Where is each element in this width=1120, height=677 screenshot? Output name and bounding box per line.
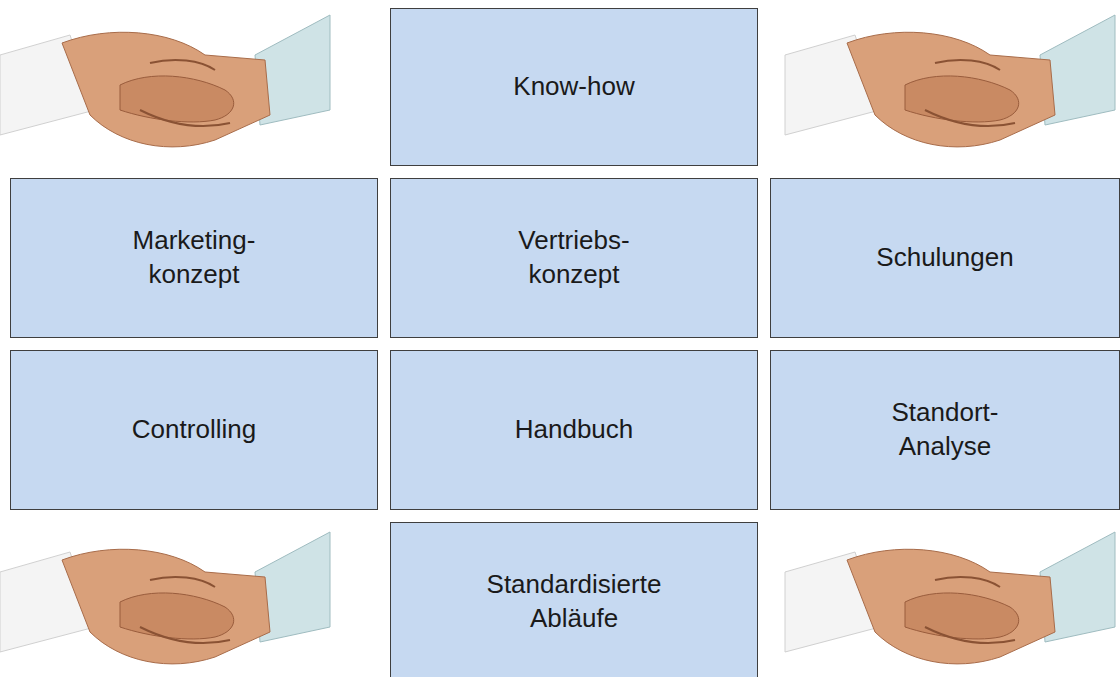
concept-box: Controlling (10, 350, 378, 510)
box-label: Know-how (513, 70, 634, 104)
concept-box: Handbuch (390, 350, 758, 510)
box-label: Vertriebs- konzept (479, 224, 669, 292)
concept-box: Marketing- konzept (10, 178, 378, 338)
box-label: Schulungen (876, 241, 1013, 275)
handshake-picture (0, 522, 340, 677)
handshake-picture (0, 0, 340, 165)
box-label: Handbuch (515, 413, 634, 447)
box-label: Controlling (132, 413, 256, 447)
concept-box: Vertriebs- konzept (390, 178, 758, 338)
concept-box: Know-how (390, 8, 758, 166)
box-label: Marketing- konzept (99, 224, 289, 292)
concept-box: Standardisierte Abläufe (390, 522, 758, 677)
handshake-picture (775, 0, 1120, 165)
box-label: Standort- Analyse (850, 396, 1040, 464)
handshake-picture (775, 522, 1120, 677)
concept-box: Standort- Analyse (770, 350, 1120, 510)
concept-box: Schulungen (770, 178, 1120, 338)
box-label: Standardisierte Abläufe (479, 568, 669, 636)
